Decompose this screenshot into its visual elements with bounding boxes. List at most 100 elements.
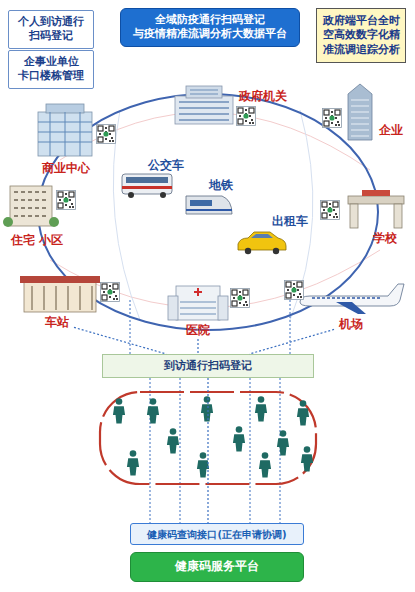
entry-box: 个人到访通行 扫码登记	[8, 10, 94, 49]
service-platform-box: 健康码服务平台	[130, 552, 304, 582]
airplane	[336, 302, 366, 314]
location-label: 商业中心	[38, 160, 94, 177]
node-text: 企事业单位 卡口楼栋管理	[13, 55, 89, 84]
dotted-connector	[74, 327, 166, 354]
enterprise-tower	[348, 84, 372, 140]
people-crowd	[113, 396, 313, 477]
node-text: 商业中心	[42, 161, 90, 177]
people-crowd	[259, 452, 271, 477]
node-text: 企业	[379, 123, 403, 139]
taxi	[251, 234, 273, 238]
bus	[122, 186, 172, 189]
hospital-building	[168, 296, 178, 320]
location-label: 企业	[374, 122, 408, 139]
location-label: 机场	[334, 316, 368, 333]
people-crowd	[277, 430, 289, 455]
airplane	[312, 297, 382, 298]
node-text: 机场	[339, 317, 363, 333]
school-gate	[394, 204, 402, 228]
bus	[128, 192, 134, 198]
location-label: 公交车	[144, 157, 188, 174]
station-building	[20, 276, 100, 312]
dotted-connector	[207, 378, 208, 523]
qr-code	[97, 125, 116, 144]
people-crowd	[167, 428, 179, 453]
people-crowd	[297, 400, 309, 425]
node-text: 车站	[45, 315, 69, 331]
dotted-guide-lines	[130, 300, 290, 523]
subway-train	[186, 196, 232, 214]
note-box: 政府端平台全时 空高效数字化精 准流调追踪分析	[316, 8, 406, 63]
government-building	[179, 102, 229, 120]
hospital-building	[168, 286, 228, 320]
node-text: 全域防疫通行扫码登记 与疫情精准流调分析大数据平台	[125, 13, 295, 42]
people-crowd	[301, 446, 313, 471]
platform-box: 全域防疫通行扫码登记 与疫情精准流调分析大数据平台	[120, 8, 300, 47]
node-text: 医院	[186, 323, 210, 339]
location-label: 车站	[40, 314, 74, 331]
qr-code	[237, 107, 256, 126]
school-gate	[362, 190, 390, 196]
enterprise-tower	[351, 100, 369, 136]
government-building	[190, 90, 218, 94]
node-text: 住宅 小区	[11, 233, 63, 249]
node-text: 出租车	[272, 214, 308, 230]
people-crowd	[197, 452, 209, 477]
dotted-connector	[249, 329, 334, 354]
residential-building	[14, 192, 48, 216]
school-gate	[350, 204, 358, 228]
location-label: 地铁	[205, 177, 237, 194]
station-building	[20, 276, 100, 283]
hospital-building	[180, 302, 216, 314]
government-building	[186, 86, 222, 98]
bus	[160, 192, 166, 198]
node-text: 地铁	[209, 178, 233, 194]
school-gate	[348, 196, 404, 204]
location-label: 医院	[181, 322, 215, 339]
residential-building	[49, 217, 59, 227]
taxi	[238, 232, 286, 250]
node-text: 健康码查询接口(正在申请协调)	[147, 528, 286, 541]
hospital-building	[194, 288, 202, 296]
commercial-building	[38, 104, 92, 156]
station-building	[24, 282, 96, 312]
qr-code	[285, 281, 304, 300]
hospital-building	[176, 286, 220, 320]
node-text: 个人到访通行 扫码登记	[13, 15, 89, 44]
subway-train	[186, 196, 232, 214]
node-text: 学校	[373, 231, 397, 247]
qr-code	[57, 191, 76, 210]
commercial-building	[38, 112, 92, 156]
residential-building	[10, 186, 52, 226]
subway-train	[186, 209, 232, 211]
location-label: 学校	[368, 230, 402, 247]
dotted-guide-lines	[130, 300, 290, 523]
people-crowd	[255, 396, 267, 421]
dotted-connector	[197, 339, 198, 354]
node-text: 政府端平台全时 空高效数字化精 准流调追踪分析	[322, 14, 400, 57]
location-label: 出租车	[268, 213, 312, 230]
people-crowd	[201, 396, 213, 421]
interface-box: 健康码查询接口(正在申请协调)	[130, 523, 304, 545]
taxi	[245, 248, 251, 254]
station-building	[32, 286, 92, 310]
crowd-loop	[100, 392, 316, 484]
people-crowd	[233, 426, 245, 451]
people-crowd	[147, 398, 159, 423]
people-crowd	[113, 398, 125, 423]
bus	[122, 174, 172, 194]
government-building	[175, 86, 233, 124]
location-label: 住宅 小区	[4, 232, 70, 249]
residential-building	[3, 217, 13, 227]
qr-code	[323, 109, 342, 128]
commercial-building	[46, 104, 84, 113]
qr-code	[321, 201, 340, 220]
hospital-building	[218, 296, 228, 320]
people-crowd	[127, 450, 139, 475]
commercial-building	[38, 112, 92, 156]
node-text: 健康码服务平台	[175, 559, 259, 575]
node-text: 到访通行扫码登记	[164, 359, 252, 373]
subway-train	[190, 200, 212, 206]
